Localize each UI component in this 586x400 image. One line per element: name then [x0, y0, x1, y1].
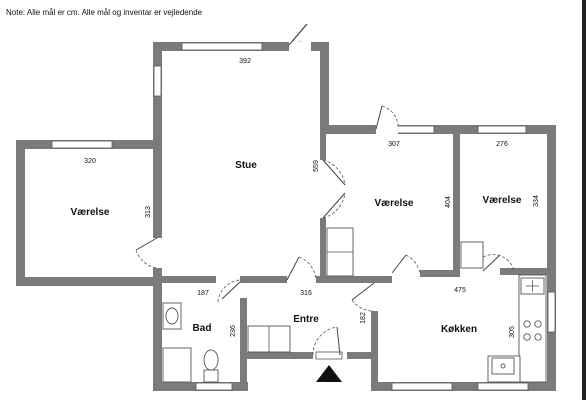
- fixtures: [162, 227, 547, 383]
- window-right-room: [477, 125, 527, 134]
- window-stue-left: [153, 65, 162, 97]
- stue-bottom-wall-b: [316, 276, 392, 283]
- left-room-left-wall: [16, 140, 25, 286]
- left-room-right-wall: [153, 148, 162, 286]
- window-kitchen-bottom-b: [477, 382, 529, 391]
- dim-mid-room-width: 307: [388, 141, 400, 148]
- windows: [51, 42, 556, 391]
- doors: [135, 23, 515, 360]
- window-kitchen-bottom-a: [391, 382, 453, 391]
- window-bath: [195, 382, 233, 391]
- room-label-stue: Stue: [235, 160, 257, 171]
- toilet-bowl: [203, 349, 219, 371]
- door-right-room: [460, 254, 515, 275]
- wardrobe-right-room: [460, 241, 484, 269]
- stue-right-upper-wall: [320, 42, 329, 132]
- dim-mid-room-depth: 404: [445, 196, 452, 208]
- entre-bottom-wall: [240, 352, 378, 359]
- door-kitchen: [351, 282, 378, 312]
- room-label-vaerelse-mid: Værelse: [375, 198, 414, 209]
- door-front: [312, 326, 347, 360]
- room-labels: Stue Værelse Værelse Værelse Bad Entre K…: [71, 160, 522, 335]
- page-edge: [582, 0, 586, 400]
- dim-stue-width: 392: [239, 58, 251, 65]
- right-wing-top-wall: [320, 125, 556, 134]
- dim-bath-depth: 236: [230, 325, 237, 337]
- bath-shower: [162, 347, 192, 383]
- dim-left-room-width: 320: [84, 158, 96, 165]
- door-stue-entre: [286, 256, 317, 283]
- door-bath: [216, 276, 241, 303]
- dim-entre-width: 316: [300, 290, 312, 297]
- entrance-arrow-icon: [316, 365, 342, 382]
- room-label-vaerelse-left: Værelse: [71, 207, 110, 218]
- dim-right-room-width: 276: [496, 141, 508, 148]
- dim-kitchen-depth: 305: [509, 326, 516, 338]
- dim-left-room-depth: 313: [145, 206, 152, 218]
- door-mid-room-top: [375, 105, 399, 134]
- room-label-koekken: Køkken: [441, 324, 477, 335]
- left-room-bottom-wall: [16, 277, 162, 286]
- window-mid-room: [395, 125, 435, 134]
- dimension-labels: 392 559 320 313 307 404 276 334 187 236 …: [84, 58, 540, 338]
- dim-bath-width: 187: [197, 290, 209, 297]
- dim-stue-depth: 559: [313, 160, 320, 172]
- window-left-room: [51, 140, 113, 149]
- right-wing-right-wall: [547, 125, 556, 391]
- right-room-bottom-wall: [500, 268, 556, 275]
- door-mid-room: [320, 159, 346, 219]
- kitchen-left-wall: [371, 298, 378, 391]
- window-kitchen-right: [547, 291, 556, 333]
- mid-room-bottom-wall: [420, 270, 460, 277]
- kitchen-bottom-wall: [371, 382, 556, 391]
- bath-left-wall: [153, 276, 162, 391]
- door-stue-balcony: [288, 23, 312, 51]
- plan-note: Note: Alle mål er cm. Alle mål og invent…: [6, 8, 203, 17]
- window-stue-top: [181, 42, 263, 51]
- toilet-tank: [203, 369, 219, 383]
- room-label-bad: Bad: [193, 323, 212, 334]
- bath-right-wall: [240, 298, 247, 391]
- dim-kitchen-width: 475: [454, 287, 466, 294]
- dim-entre-depth: 182: [360, 312, 367, 324]
- door-mid-room-hall: [391, 254, 421, 277]
- door-left-room: [135, 237, 162, 269]
- partition-rooms-wall: [453, 132, 460, 272]
- dim-right-room-depth: 334: [533, 195, 540, 207]
- room-label-vaerelse-right: Værelse: [483, 195, 522, 206]
- room-label-entre: Entre: [293, 314, 319, 325]
